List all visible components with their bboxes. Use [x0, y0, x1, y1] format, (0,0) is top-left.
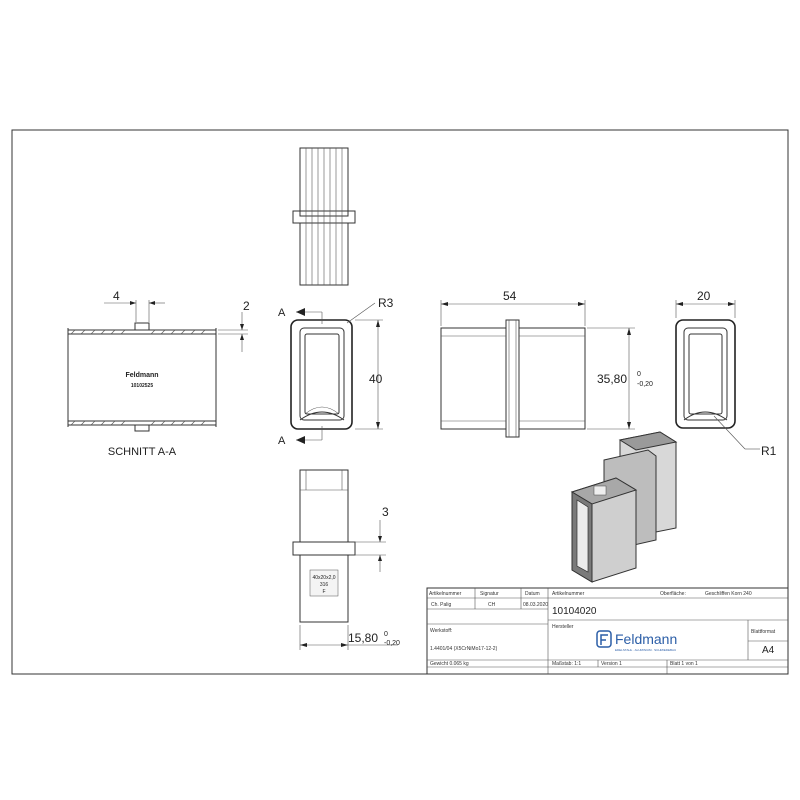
title-block [426, 587, 789, 675]
bottom-engraving-line-2: 316 [320, 582, 329, 588]
section-marker-top: A [278, 307, 286, 319]
tb-artikel-number-header: Artikelnummer [552, 591, 585, 597]
tb-blattformat-value: A4 [762, 645, 775, 656]
top-view [292, 147, 356, 286]
side-view [440, 300, 635, 438]
bottom-engraving-line-3: F [322, 589, 325, 595]
dim-4-label: 4 [113, 289, 120, 303]
section-label: SCHNITT A-A [108, 446, 177, 458]
tb-signatur-header: Signatur [480, 591, 499, 597]
tb-drafter-date: 08.03.2020 [523, 602, 548, 608]
right-profile-view [675, 300, 760, 450]
dim-r3-label: R3 [378, 296, 394, 310]
tb-blattformat-header: Blattformat [751, 629, 776, 635]
tb-drafter-name: Ch. Palig [431, 602, 452, 608]
dim-35-80-tol-lower: -0,20 [637, 381, 653, 388]
tb-oberflaeche-value: Geschliffen Korn 240 [705, 591, 752, 597]
tb-werkstoff-value: 1.4401/04 (X5CrNiMo17-12-2) [430, 646, 498, 652]
dim-15-80-label: 15,80 [348, 631, 378, 645]
dim-2-lines [218, 312, 248, 352]
tb-company-name: Feldmann [615, 631, 677, 647]
dim-20-label: 20 [697, 289, 711, 303]
dim-15-80-tol-lower: -0,20 [384, 640, 400, 647]
drawing-border [11, 129, 789, 675]
dim-40-label: 40 [369, 372, 383, 386]
tb-artikel-header: Artikelnummer [429, 591, 462, 597]
dim-35-80-tol-upper: 0 [637, 371, 641, 378]
tb-massstab: Maßstab: 1:1 [552, 661, 581, 667]
dim-4-lines [104, 300, 165, 322]
tb-article-number: 10104020 [552, 606, 597, 617]
tb-werkstoff-header: Werkstoff: [430, 628, 452, 634]
tb-gewicht: Gewicht 0.065 kg [430, 661, 469, 667]
tb-company-tagline: EDELSTAHL · ALUMINIUM · SCHMIEDEBAU [615, 648, 676, 652]
isometric-view [570, 431, 678, 583]
tb-blatt: Blatt 1 von 1 [670, 661, 698, 667]
tb-drafter-sig: CH [488, 602, 496, 608]
dim-15-80-tol-upper: 0 [384, 631, 388, 638]
section-marker-bottom: A [278, 435, 286, 447]
tb-version: Version 1 [601, 661, 622, 667]
dim-r1-label: R1 [761, 444, 777, 458]
tb-datum-header: Datum [525, 591, 540, 597]
tb-hersteller-header: Hersteller [552, 624, 574, 630]
dim-54-label: 54 [503, 289, 517, 303]
bottom-engraving-line-1: 40x20x2,0 [312, 575, 335, 581]
dim-35-80-label: 35,80 [597, 372, 627, 386]
bottom-view [292, 469, 398, 650]
section-a-a-view [67, 322, 217, 432]
tb-oberflaeche-header: Oberfläche: [660, 591, 686, 597]
dim-3-label: 3 [382, 505, 389, 519]
front-profile-view [290, 302, 383, 444]
dim-2-label: 2 [243, 299, 250, 313]
engraving-top-text: Feldmann [125, 372, 158, 379]
engraving-bottom-text: 10102525 [131, 383, 153, 389]
